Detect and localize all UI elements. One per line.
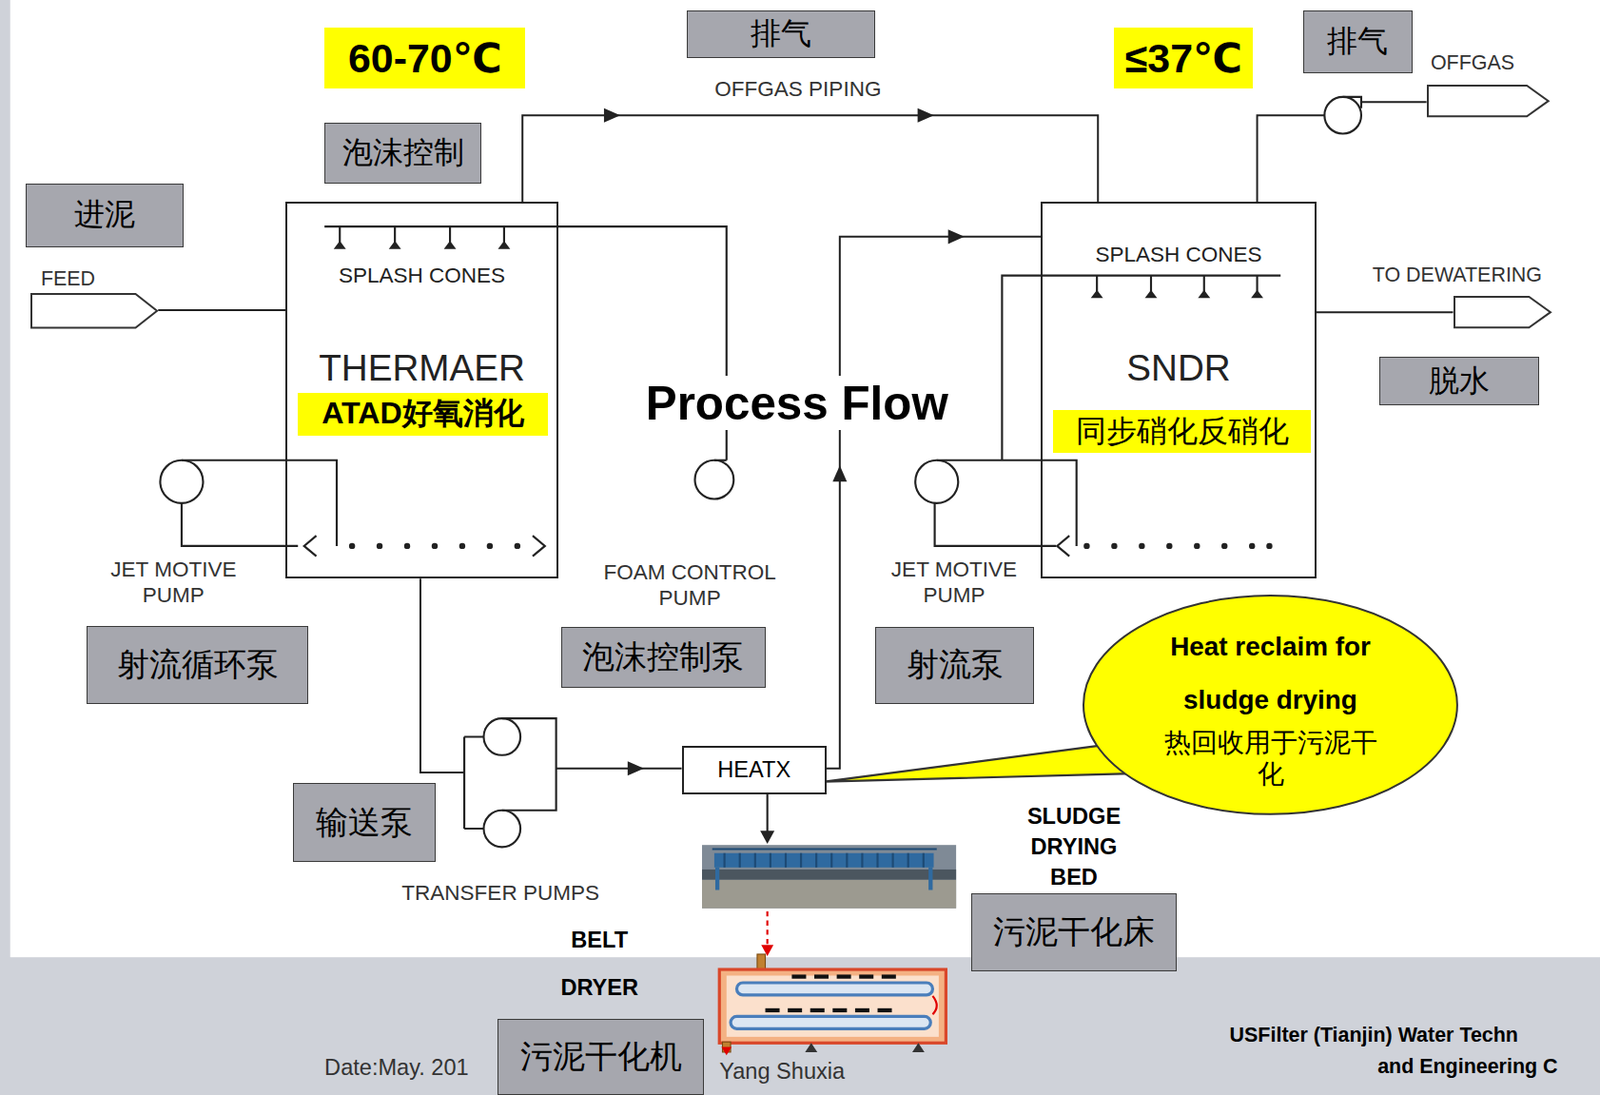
node-text: HEATX [717,757,791,783]
node-text: 输送泵 [315,800,413,845]
inlet-arrow: FEED [28,267,161,332]
label-box: 泡沫控制泵 [561,626,766,688]
node-text: SPLASH CONES [1042,242,1315,268]
reactor-tank: SPLASH CONES SNDR 同步硝化反硝化 [1040,201,1317,579]
node-text: 脱水 [1428,360,1490,403]
arrow-outline [31,293,157,329]
pipe-line [522,115,1098,202]
pipe-connector [1257,101,1427,202]
arrow-head [948,229,965,244]
part-label: JET MOTIVE PUMP [97,556,251,608]
arrow-shape [1426,84,1550,118]
node-text: 排气 [1326,20,1388,63]
outlet-arrow: TO DEWATERING [1369,263,1572,332]
arrow-shape [30,292,158,330]
drying-bed-photo [702,844,957,909]
label-box: 排气 [1303,10,1413,75]
pipe-line [157,309,286,312]
node-text: OFFGAS [1430,51,1515,76]
node-text: SNDR [1042,347,1315,390]
node-text: THERMAER [287,347,556,390]
red-dashed-arrow [760,911,774,957]
arrow-head [832,465,847,482]
part-label: SLUDGE DRYING BED [1010,800,1138,893]
pipe-line [826,236,1041,769]
callout-outline [1083,595,1458,815]
node-text: ≤37℃ [1125,34,1243,82]
node-text: 进泥 [74,194,136,236]
pipe-line [1316,311,1454,313]
arrow-head [917,108,935,123]
highlight-tag: 同步硝化反硝化 [1053,409,1311,453]
diagram-ground [10,0,1600,957]
node-text: Heat reclaim for sludge drying [1132,620,1409,727]
arrow-head [627,760,644,776]
heat-exchanger-box: HEATX [682,745,827,794]
pipe-label: OFFGAS PIPING [710,77,885,102]
node-text: 射流泵 [906,643,1004,687]
arrow-outline [1427,85,1549,117]
callout-text-column: Heat reclaim for sludge drying热回收用于污泥干化 [1081,593,1460,817]
diagram-title: Process Flow [640,375,955,430]
label-box: 污泥干化机 [497,1018,704,1095]
part-label: USFilter (Tianjin) Water Techn [1229,1023,1519,1049]
node-text: 同步硝化反硝化 [1075,410,1289,453]
node-text: SPLASH CONES [287,263,556,289]
arrow-head [604,108,621,123]
part-label: and Engineering C [1377,1054,1558,1080]
pipe-connector [157,310,286,312]
pipe-connector [1316,312,1454,313]
arrow-shape [1453,295,1552,329]
reactor-tank: SPLASH CONES THERMAERATAD好氧消化 [285,201,558,579]
temperature-tag: 60-70℃ [324,27,526,89]
pipe-connector [522,108,1098,203]
part-label: Date:May. 201 [324,1053,469,1081]
node-text: 污泥干化床 [993,910,1155,955]
highlight-tag: ATAD好氧消化 [297,392,548,436]
callout-tail [824,742,1132,782]
belt-dryer-illustration [719,954,946,1055]
node-text: 污泥干化机 [520,1034,683,1079]
label-box: 泡沫控制 [324,122,482,184]
label-box: 射流循环泵 [86,625,309,705]
part-label: Yang Shuxia [719,1057,845,1085]
arrow-outline [1454,296,1551,328]
label-box: 污泥干化床 [971,893,1177,973]
callout-ellipse: Heat reclaim for sludge drying热回收用于污泥干化 [1081,593,1460,817]
pipe-connector [826,229,1041,768]
node-text: 射流循环泵 [117,643,279,687]
part-label: TRANSFER PUMPS [385,879,615,906]
part-label: FOAM CONTROL PUMP [591,559,788,611]
node-text: 热回收用于污泥干化 [1151,726,1389,791]
node-text: FEED [40,267,96,292]
part-label: BELT DRYER [541,917,659,1012]
part-label: JET MOTIVE PUMP [878,556,1032,608]
node-text: 泡沫控制 [342,132,465,175]
outlet-arrow: OFFGAS [1424,48,1551,119]
node-text: TO DEWATERING [1372,263,1542,288]
node-text: 排气 [750,13,812,56]
node-text: ATAD好氧消化 [321,392,525,435]
temperature-tag: ≤37℃ [1113,27,1253,89]
pipe-line [1257,101,1427,202]
label-box: 脱水 [1379,356,1539,405]
label-box: 输送泵 [292,782,436,863]
label-box: 排气 [686,10,876,59]
label-box: 射流泵 [875,626,1034,705]
label-box: 进泥 [25,183,184,248]
node-text: 泡沫控制泵 [582,635,744,680]
node-text: 60-70℃ [348,34,503,82]
